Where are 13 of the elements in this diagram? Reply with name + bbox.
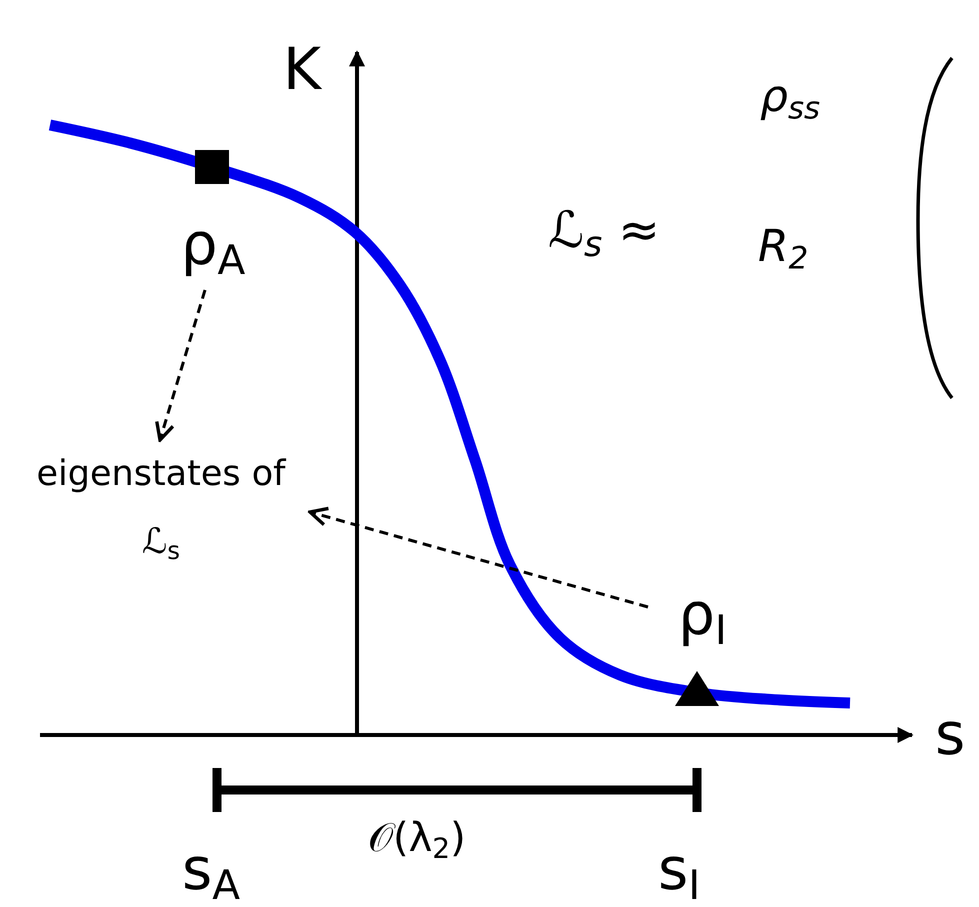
dimension-label: 𝒪(λ$_{2}$) [368, 818, 466, 863]
tick-label: s$_{A}$ [182, 840, 240, 906]
tick-label: s$_{I}$ [658, 840, 700, 906]
dashed-arrow [308, 506, 648, 608]
axis-label: s [935, 705, 966, 763]
dashed-arrow [155, 290, 206, 442]
state-label: ρ$_{I}$ [677, 585, 728, 651]
math-text: ℒ$_{s}$ ≈ [548, 205, 660, 263]
math-text: R$_{2}$ [758, 225, 808, 274]
state-label: ρ$_{A}$ [180, 215, 246, 281]
annotation-text: eigenstates of ℒ$_{s}$ [36, 453, 288, 568]
axis-label: K [283, 40, 322, 98]
math-text: ρ$_{ss}$ [760, 75, 820, 124]
